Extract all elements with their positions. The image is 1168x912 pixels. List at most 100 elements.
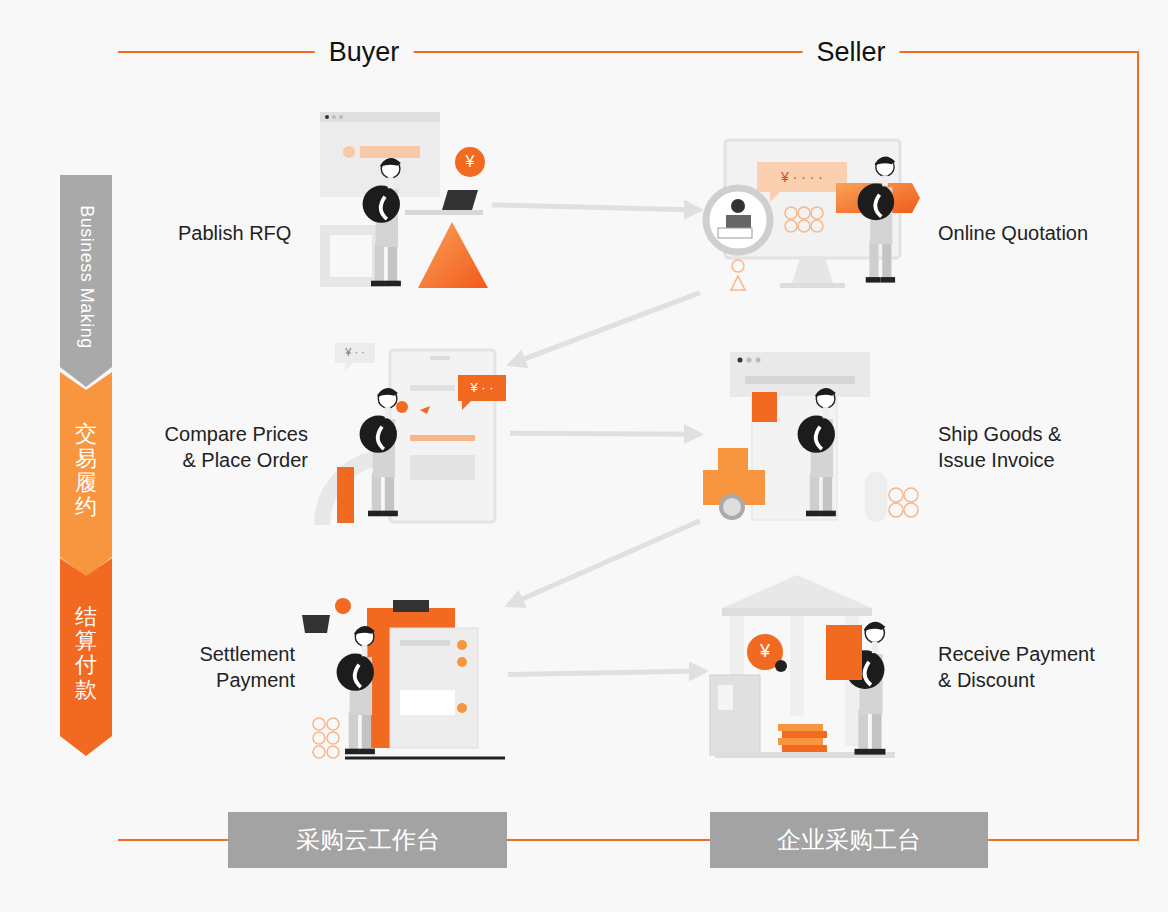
flow-arrow: [508, 671, 705, 674]
column-header: Seller: [802, 36, 899, 68]
rfq-illustration-part: [325, 115, 329, 119]
payment-illustration-part: [782, 731, 827, 738]
quotation-illustration-part-part: [731, 276, 745, 290]
stage-label: 交易履约: [75, 422, 97, 519]
rfq-illustration-part: [363, 158, 401, 286]
compare-illustration-part: [337, 467, 354, 523]
step-label: Receive Payment & Discount: [938, 641, 1108, 693]
settlement-illustration-part: [335, 598, 351, 614]
settlement-illustration-part-part: [313, 746, 325, 758]
step-label: Compare Prices & Place Order: [150, 421, 308, 473]
flow-arrow: [508, 521, 700, 606]
payment-illustration-part: [710, 675, 760, 755]
settlement-illustration-part: [400, 640, 450, 646]
bubble-text: ¥ · ·: [470, 380, 493, 396]
quotation-illustration-part: [718, 228, 752, 238]
compare-illustration: [322, 343, 506, 525]
rfq-illustration-part: [332, 115, 336, 119]
rfq-illustration-part: [343, 146, 355, 158]
stage-chevron: 交易履约: [60, 372, 112, 577]
process-step: Online Quotation: [700, 135, 1110, 295]
process-step: Pablish RFQ: [170, 110, 492, 292]
rfq-illustration-part: [442, 190, 478, 210]
chevron-fill: [60, 372, 112, 577]
quotation-illustration-part-part: [811, 207, 823, 219]
shipping-illustration-part: [756, 358, 761, 363]
quotation-illustration-part-part: [785, 220, 797, 232]
shipping-illustration-part: [865, 472, 887, 522]
bubble-text: ¥ · ·: [345, 346, 365, 359]
quotation-illustration-part: [731, 199, 745, 213]
rfq-illustration: [320, 112, 488, 288]
quotation-illustration-part: [792, 258, 833, 283]
process-step: Settlement Payment: [180, 595, 508, 760]
stage-label: 结算付款: [75, 605, 97, 702]
stage-chevron: 结算付款: [60, 558, 112, 756]
quotation-illustration-part: [858, 157, 896, 283]
payment-illustration-part: [778, 738, 823, 745]
shipping-illustration-part-part: [889, 503, 903, 517]
quotation-illustration-part: [780, 283, 845, 288]
settlement-illustration-part-part: [327, 746, 339, 758]
step-label: Ship Goods & Issue Invoice: [938, 421, 1078, 473]
settlement-illustration-part: [390, 628, 478, 748]
payment-illustration-part: [722, 608, 872, 616]
quotation-illustration-part-part: [798, 220, 810, 232]
shipping-illustration-part: [889, 488, 918, 517]
shipping-illustration-part: [721, 496, 743, 518]
rfq-illustration-part: [418, 222, 488, 288]
stage-label: Business Making: [74, 205, 97, 349]
compare-illustration-part: [420, 406, 430, 414]
compare-illustration-part: [345, 363, 353, 371]
quotation-illustration-part-part: [798, 207, 810, 219]
step-label: Pablish RFQ: [178, 220, 318, 246]
flow-arrow: [492, 205, 700, 210]
rfq-illustration-part: [339, 115, 343, 119]
quotation-illustration-part: [731, 207, 823, 290]
compare-illustration-part: [410, 455, 475, 480]
payment-illustration-part: [775, 660, 787, 672]
quotation-illustration-part-part: [732, 260, 744, 272]
compare-illustration-part: [430, 356, 450, 360]
shipping-illustration-part-part: [904, 488, 918, 502]
quotation-illustration-part: [770, 192, 780, 202]
settlement-illustration-part-part: [313, 718, 325, 730]
step-label: Settlement Payment: [180, 641, 295, 693]
payment-illustration-part: [722, 575, 872, 608]
compare-illustration-part: [360, 388, 398, 516]
settlement-illustration-part-part: [327, 732, 339, 744]
shipping-illustration-part: [730, 352, 870, 397]
quotation-illustration-part: [706, 188, 770, 252]
shipping-illustration-part: [798, 388, 836, 516]
platform-box: 企业采购工台: [710, 812, 988, 868]
settlement-illustration-part: [313, 718, 339, 758]
shipping-illustration: [703, 352, 918, 522]
compare-illustration-part: [458, 375, 506, 401]
shipping-illustration-part: [752, 392, 777, 422]
step-label: Online Quotation: [938, 220, 1103, 246]
chevron-fill: [60, 175, 112, 387]
compare-illustration-part: [410, 385, 455, 391]
platform-label: 采购云工作台: [296, 824, 440, 855]
process-step: Compare Prices & Place Order: [150, 340, 510, 525]
rfq-illustration-part: [455, 147, 485, 177]
rfq-illustration-part: [360, 146, 420, 158]
shipping-illustration-part: [718, 448, 748, 470]
settlement-illustration-part: [302, 615, 330, 633]
rfq-illustration-part: [320, 112, 440, 122]
flow-arrow: [510, 293, 700, 365]
frame-line: [118, 52, 1138, 840]
currency-symbol: ¥: [466, 152, 475, 171]
quotation-illustration-part: [757, 162, 847, 192]
shipping-illustration-part-part: [889, 488, 903, 502]
settlement-illustration-part: [457, 703, 467, 713]
quotation-illustration-part-part: [785, 207, 797, 219]
shipping-illustration-part-part: [904, 503, 918, 517]
settlement-illustration-part: [400, 690, 455, 715]
flow-arrow: [510, 431, 700, 437]
settlement-illustration-part: [457, 657, 467, 667]
settlement-illustration-part: [337, 626, 375, 754]
compare-illustration-part: [410, 435, 475, 441]
